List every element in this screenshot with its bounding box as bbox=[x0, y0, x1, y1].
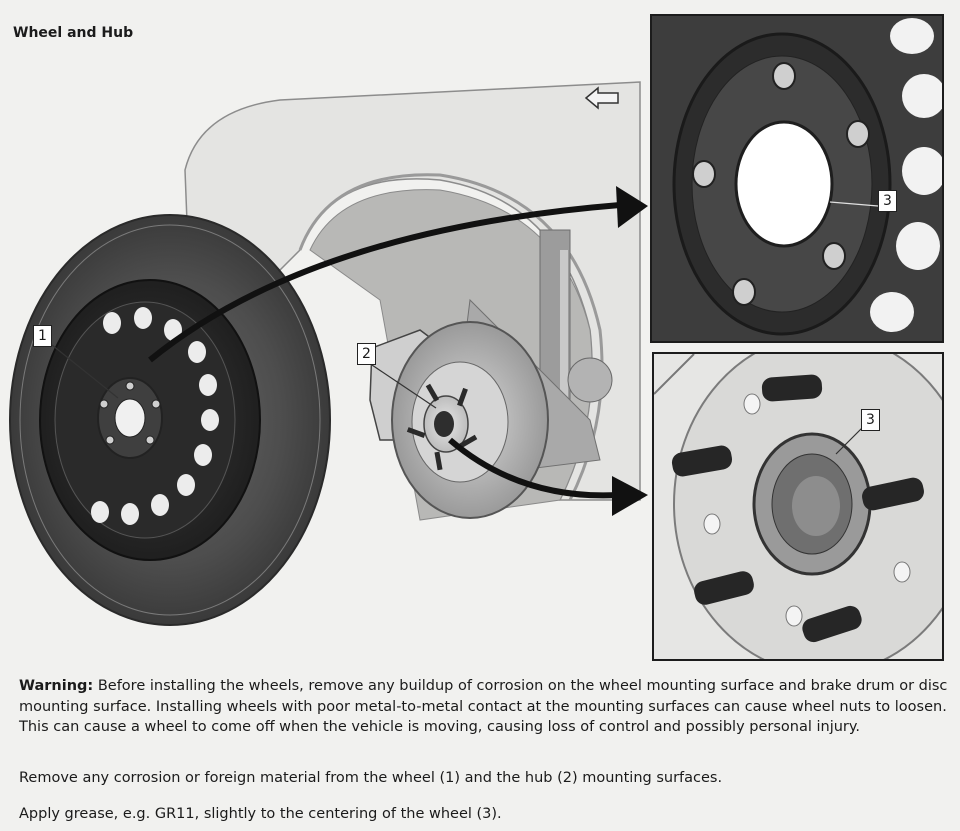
detail-wheel-centering: 3 bbox=[650, 14, 944, 343]
detail-hub-centering: 3 bbox=[652, 352, 944, 661]
wheel-hub-illustration bbox=[9, 81, 648, 626]
page-title: Wheel and Hub bbox=[13, 25, 134, 41]
callout-centering-top: 3 bbox=[878, 190, 897, 212]
warning-text: Before installing the wheels, remove any… bbox=[19, 678, 948, 735]
wheel-centering-illustration bbox=[652, 16, 942, 341]
instruction-remove-corrosion: Remove any corrosion or foreign material… bbox=[19, 770, 723, 786]
warning-label: Warning: bbox=[19, 678, 94, 694]
warning-block: Warning: Before installing the wheels, r… bbox=[19, 676, 949, 738]
callout-centering-bottom: 3 bbox=[861, 409, 880, 431]
direction-arrow-icon bbox=[584, 86, 619, 110]
callout-wheel: 1 bbox=[33, 325, 52, 347]
arrow-to-hub-detail bbox=[448, 437, 619, 499]
arrow-to-wheel-detail bbox=[148, 202, 621, 363]
callout-hub: 2 bbox=[357, 343, 376, 365]
hub-centering-illustration bbox=[654, 354, 942, 659]
instruction-apply-grease: Apply grease, e.g. GR11, slightly to the… bbox=[19, 806, 502, 822]
rim-holes bbox=[91, 307, 219, 525]
